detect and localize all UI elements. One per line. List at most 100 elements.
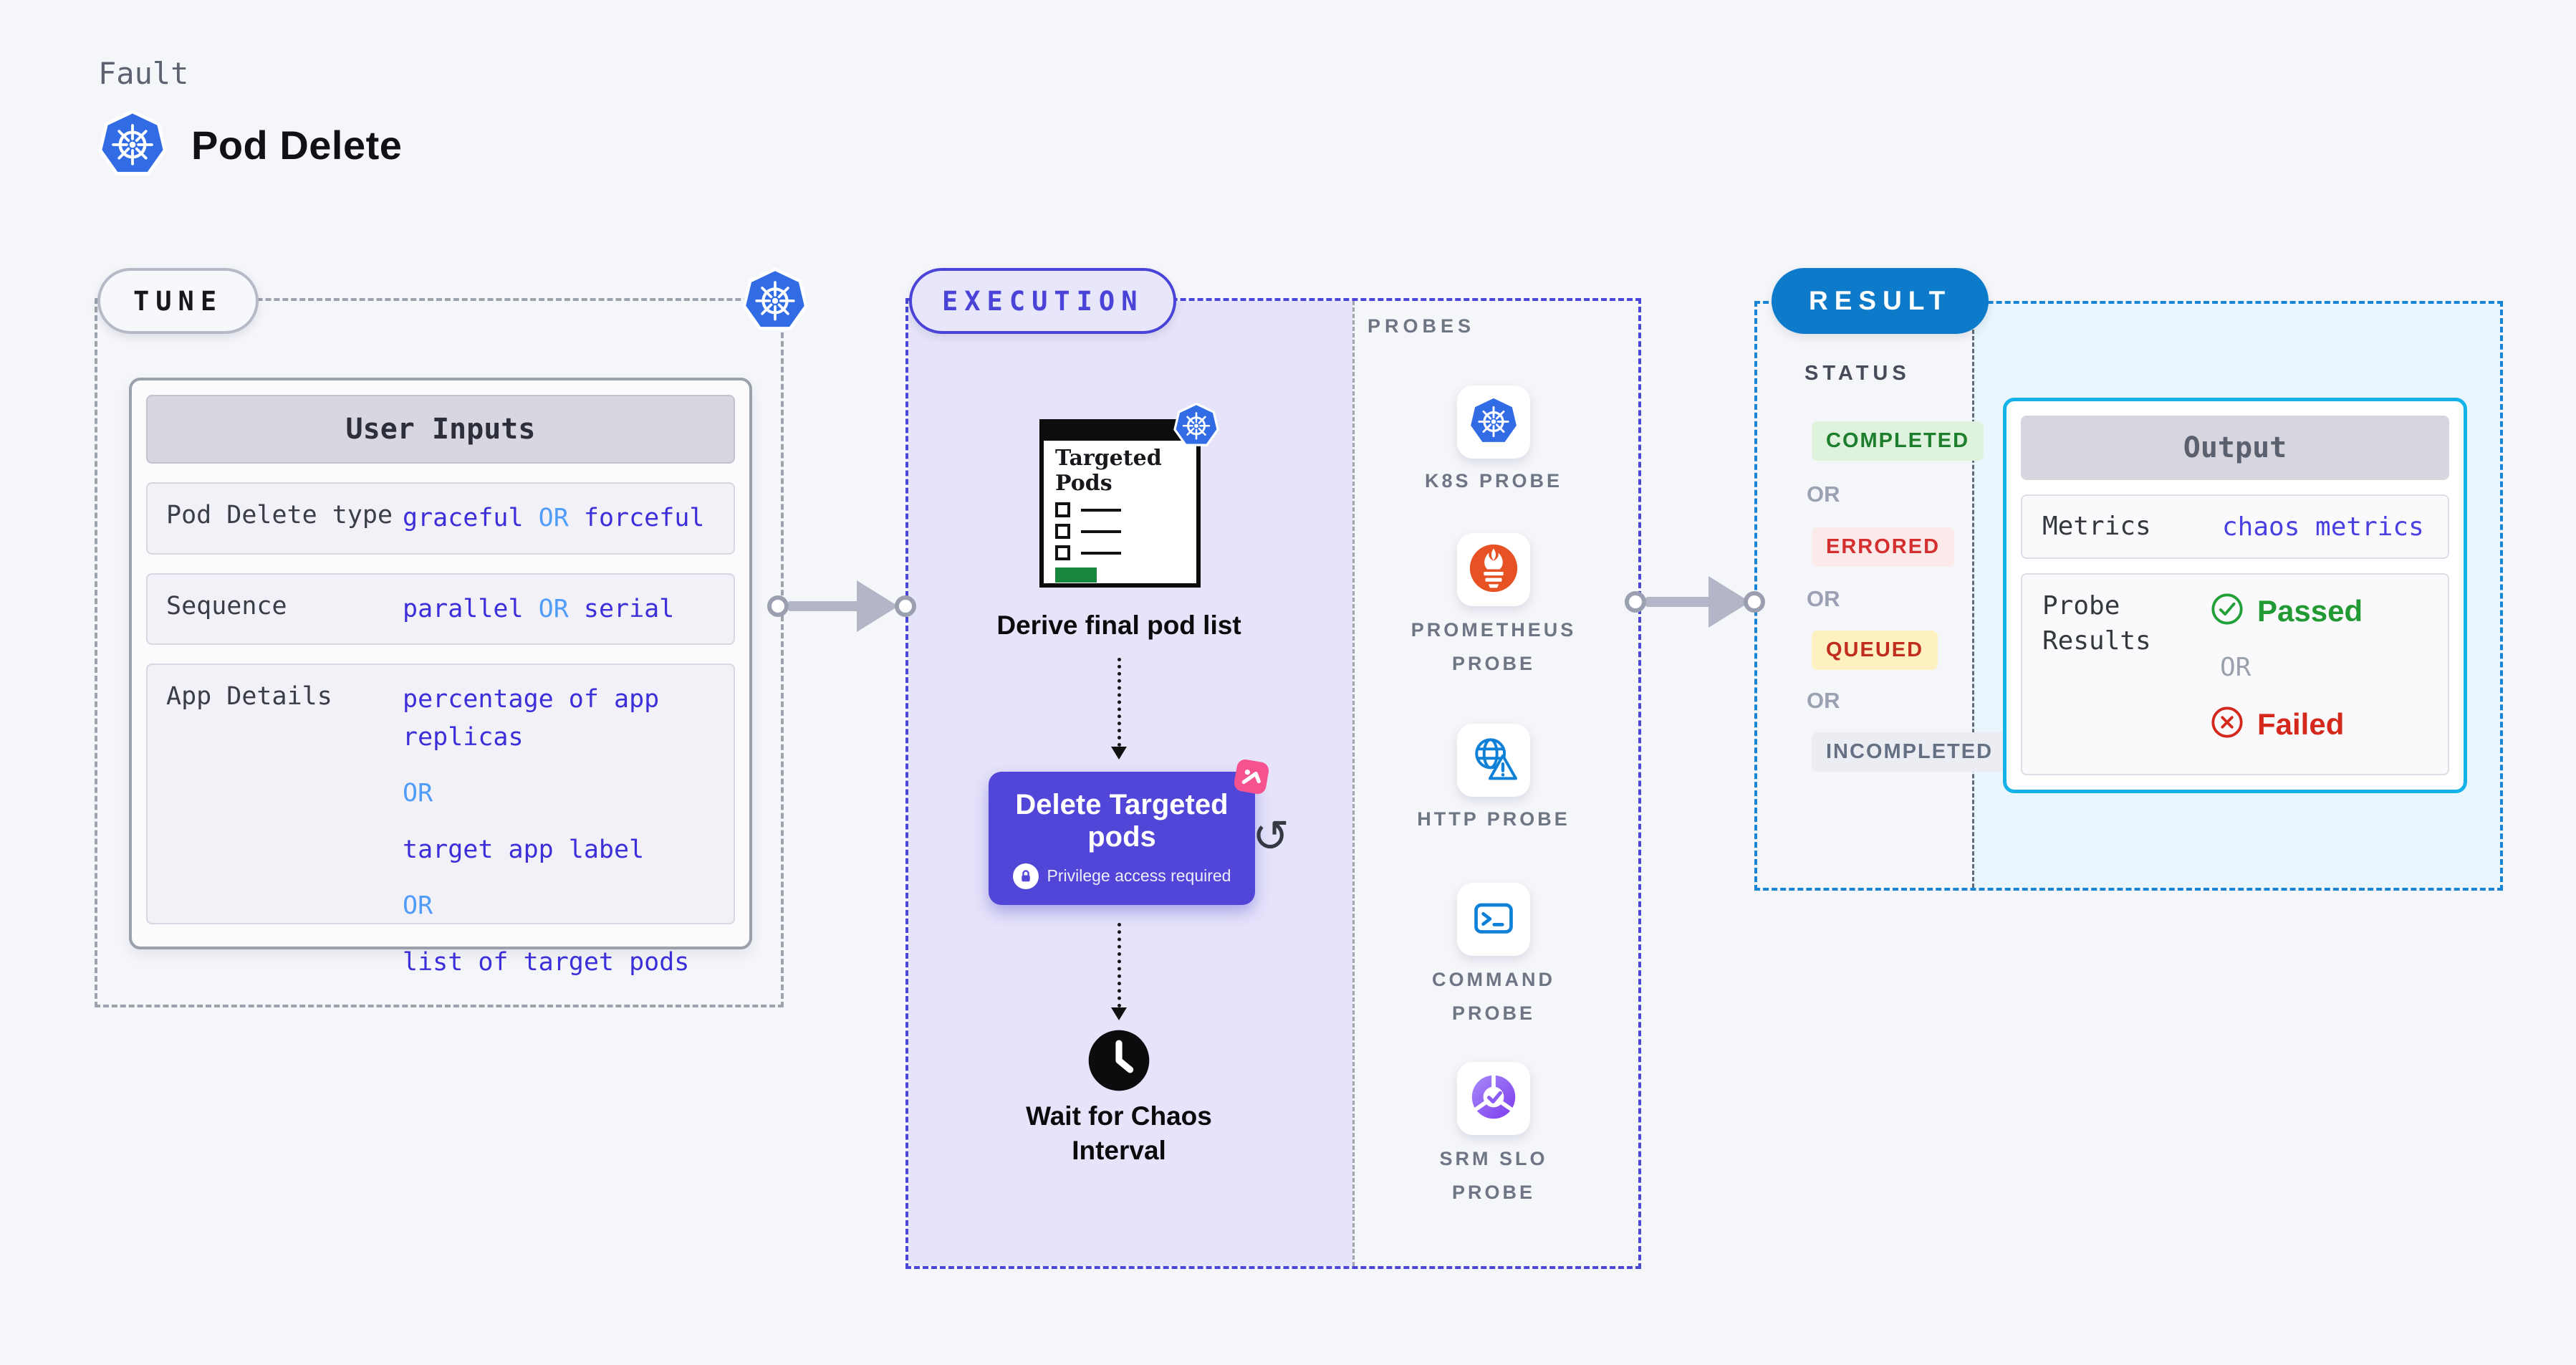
srm-slo-probe-card[interactable] [1457, 1062, 1530, 1135]
row-value: graceful [403, 504, 524, 532]
table-row: App Details percentage of app replicas O… [146, 664, 735, 977]
targeted-pods-node: Targeted Pods [1039, 419, 1201, 588]
or-separator: OR [403, 891, 433, 920]
or-separator: OR [403, 779, 433, 808]
metrics-row: Metrics chaos metrics [2021, 494, 2449, 559]
x-circle-icon [2210, 705, 2244, 743]
checklist-item [1055, 502, 1196, 517]
row-value: list of target pods [403, 947, 690, 977]
command-probe-card[interactable] [1457, 883, 1530, 956]
arrow-head [857, 580, 898, 632]
srm-slo-probe-icon [1468, 1071, 1519, 1126]
row-label: Probe Results [2042, 591, 2151, 656]
probe-label: COMMAND PROBE [1432, 969, 1555, 1025]
checkbox-icon [1055, 524, 1070, 539]
http-probe-card[interactable] [1457, 724, 1530, 797]
tune-section-label: TUNE [97, 268, 259, 334]
checklist-item [1055, 524, 1196, 539]
tune-section-box [95, 298, 784, 1007]
row-value: target app label [403, 835, 645, 864]
prometheus-probe-card[interactable] [1457, 533, 1530, 606]
window-bar [1044, 423, 1196, 441]
connector-dot [895, 595, 916, 617]
chaos-pink-icon [1228, 753, 1275, 804]
row-value: percentage of app replicas [403, 685, 660, 752]
arrow-head [1111, 747, 1127, 760]
execution-section-label: EXECUTION [909, 268, 1177, 334]
flow-connector [1118, 658, 1121, 747]
clock-icon [1086, 1028, 1152, 1097]
table-row: Sequence parallel OR serial [146, 573, 735, 645]
row-value: serial [583, 594, 675, 623]
probe-results-row: Probe Results Passed OR Failed [2021, 573, 2449, 775]
or-separator: OR [538, 504, 569, 532]
flow-connector [1118, 923, 1121, 1007]
probes-column-title: PROBES [1368, 315, 1476, 337]
checkbox-icon [1055, 545, 1070, 560]
fault-category-label: Fault [98, 56, 189, 91]
row-value: parallel [403, 594, 524, 623]
or-separator: OR [538, 594, 569, 623]
status-badge: ERRORED [1812, 527, 1955, 567]
or-separator: OR [1807, 482, 1840, 507]
list-line [1081, 508, 1121, 512]
checklist-item [1055, 545, 1196, 560]
kubernetes-icon [98, 109, 167, 181]
list-line [1081, 530, 1121, 533]
connector-dot [767, 595, 789, 617]
output-table: Output Metrics chaos metrics Probe Resul… [2003, 398, 2467, 793]
refresh-icon[interactable]: ↺ [1252, 810, 1289, 862]
page-title: Pod Delete [191, 123, 403, 168]
metrics-value: chaos metrics [2222, 512, 2424, 542]
privilege-note: Privilege access required [1047, 866, 1231, 886]
failed-value: Failed [2257, 707, 2345, 741]
delete-targeted-pods-node[interactable]: Delete Targeted pods Privilege access re… [989, 772, 1255, 905]
checkbox-icon [1055, 502, 1070, 517]
probe-label: K8S PROBE [1424, 470, 1563, 492]
k8s-probe-card[interactable] [1457, 385, 1530, 459]
http-probe-icon [1468, 733, 1519, 788]
execution-probes-divider [1352, 301, 1355, 1266]
list-line [1081, 551, 1121, 555]
table-row: Pod Delete type graceful OR forceful [146, 482, 735, 555]
status-badge: COMPLETED [1812, 421, 1984, 461]
arrow-line [1645, 597, 1714, 607]
kubernetes-icon [1173, 402, 1219, 451]
output-title: Output [2021, 416, 2449, 480]
command-probe-icon [1468, 892, 1519, 947]
targeted-pods-title: Targeted Pods [1055, 446, 1162, 496]
connector-dot [1744, 591, 1765, 613]
result-status-divider [1972, 304, 1974, 888]
or-separator: OR [1807, 586, 1840, 611]
kubernetes-icon [742, 267, 808, 336]
status-badge: INCOMPLETED [1812, 732, 2008, 772]
status-column-title: STATUS [1804, 362, 1911, 385]
probe-label: PROMETHEUS PROBE [1410, 619, 1577, 675]
arrow-line [788, 601, 862, 611]
check-circle-icon [2210, 592, 2244, 630]
row-value: forceful [583, 504, 705, 532]
user-inputs-title: User Inputs [146, 395, 735, 464]
delete-step-title: Delete Targeted pods [1015, 789, 1229, 853]
connector-dot [1625, 591, 1646, 613]
or-separator: OR [2220, 653, 2251, 682]
probe-label: SRM SLO PROBE [1439, 1148, 1548, 1204]
wait-chaos-interval-step: Wait for Chaos Interval [1026, 1101, 1212, 1166]
status-badge: QUEUED [1812, 631, 1938, 670]
prometheus-probe-icon [1468, 542, 1519, 598]
arrow-head [1111, 1007, 1127, 1020]
arrow-head [1708, 576, 1750, 628]
result-section-label: RESULT [1772, 268, 1989, 334]
or-separator: OR [1807, 688, 1840, 713]
row-label: App Details [166, 682, 332, 711]
k8s-probe-icon [1468, 395, 1519, 450]
passed-value: Passed [2257, 593, 2363, 628]
user-inputs-table: User Inputs Pod Delete type graceful OR … [129, 378, 752, 977]
page-header: Pod Delete [98, 109, 402, 181]
row-label: Metrics [2042, 511, 2151, 541]
probe-label: HTTP PROBE [1417, 808, 1570, 830]
derive-pod-list-step: Derive final pod list [996, 610, 1241, 640]
row-label: Pod Delete type [166, 501, 393, 530]
lock-icon [1012, 863, 1039, 889]
row-label: Sequence [166, 591, 287, 621]
